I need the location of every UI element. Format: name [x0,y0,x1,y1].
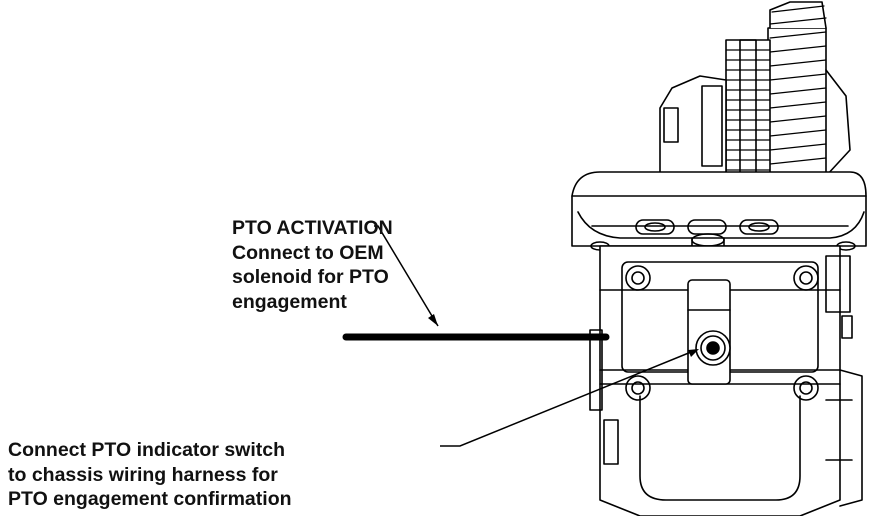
callout-line: Connect to OEM [232,241,384,264]
gear-assembly [659,1,851,183]
callout-line: engagement [232,290,347,313]
callout-title: PTO ACTIVATION [232,217,393,239]
flange-plate [571,171,867,276]
callout-line: solenoid for PTO [232,266,389,288]
callout-line: PTO engagement confirmation [8,488,292,510]
indicator-leader-line [440,349,699,447]
pto-housing [589,245,863,516]
activation-leader-line [374,225,439,327]
pto-activation-callout: PTO ACTIVATION Connect to OEM solenoid f… [232,216,393,314]
indicator-switch-callout: Connect PTO indicator switch to chassis … [8,438,292,512]
callout-line: to chassis wiring harness for [8,463,278,486]
callout-line: Connect PTO indicator switch [8,439,286,461]
